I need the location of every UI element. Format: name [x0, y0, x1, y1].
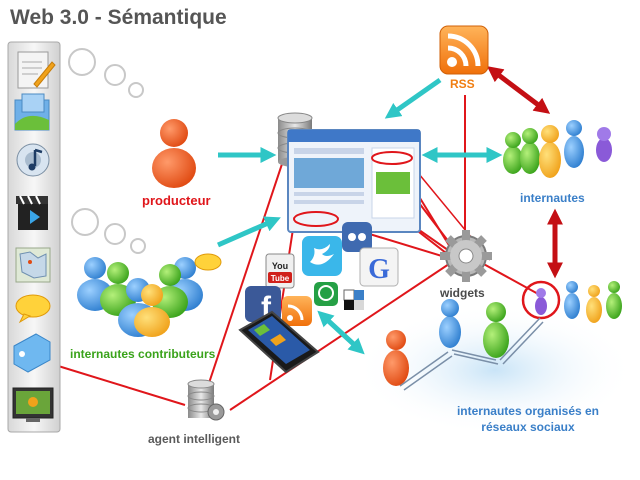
thought-bubbles-top	[68, 48, 144, 98]
thought-bubbles-bottom	[71, 208, 146, 254]
youtube-top-text: You	[272, 261, 288, 271]
delicious-icon	[343, 289, 364, 310]
monitor-icon	[12, 387, 54, 422]
dark-red-arrows	[486, 66, 564, 279]
social-network-glow	[355, 305, 635, 435]
map-icon	[15, 247, 51, 283]
widgets-gear-icon	[440, 230, 492, 282]
google-icon: G	[359, 247, 399, 287]
agent-database-icon	[187, 379, 225, 421]
google-letter: G	[368, 254, 390, 285]
youtube-icon: You Tube	[265, 253, 295, 289]
image-icon	[14, 93, 50, 131]
internautes-label: internautes	[520, 191, 585, 205]
twitter-icon	[302, 236, 342, 276]
tag-icon	[13, 333, 51, 373]
video-clapper-icon	[16, 195, 48, 230]
widgets-label: widgets	[440, 286, 485, 300]
document-edit-icon	[17, 51, 56, 89]
internautes-group	[503, 120, 612, 178]
page-title: Web 3.0 - Sémantique	[10, 6, 227, 29]
media-sidebar	[7, 41, 61, 433]
facebook-letter: f	[261, 291, 272, 324]
contributor-crowd	[77, 253, 222, 337]
producteur-figure	[152, 119, 196, 188]
producteur-label: producteur	[142, 193, 211, 208]
contributeurs-label: internautes contributeurs	[70, 347, 216, 361]
youtube-bottom-text: Tube	[271, 274, 290, 283]
smartphone-icon	[238, 310, 320, 374]
networked-people	[383, 299, 544, 391]
flickr-icon	[342, 222, 372, 252]
chat-bubble-icon	[15, 294, 51, 324]
rss-icon	[439, 25, 489, 75]
agent-label: agent intelligent	[148, 432, 241, 446]
rss-label: RSS	[450, 77, 475, 91]
teal-arrows	[216, 77, 503, 355]
social-cluster-right	[521, 280, 622, 323]
browser-window	[287, 129, 421, 233]
chat-app-icon	[314, 282, 338, 306]
rss-small-icon	[282, 296, 312, 326]
music-icon	[16, 143, 50, 177]
reseaux-label: internautes organisés en réseaux sociaux	[456, 404, 600, 434]
